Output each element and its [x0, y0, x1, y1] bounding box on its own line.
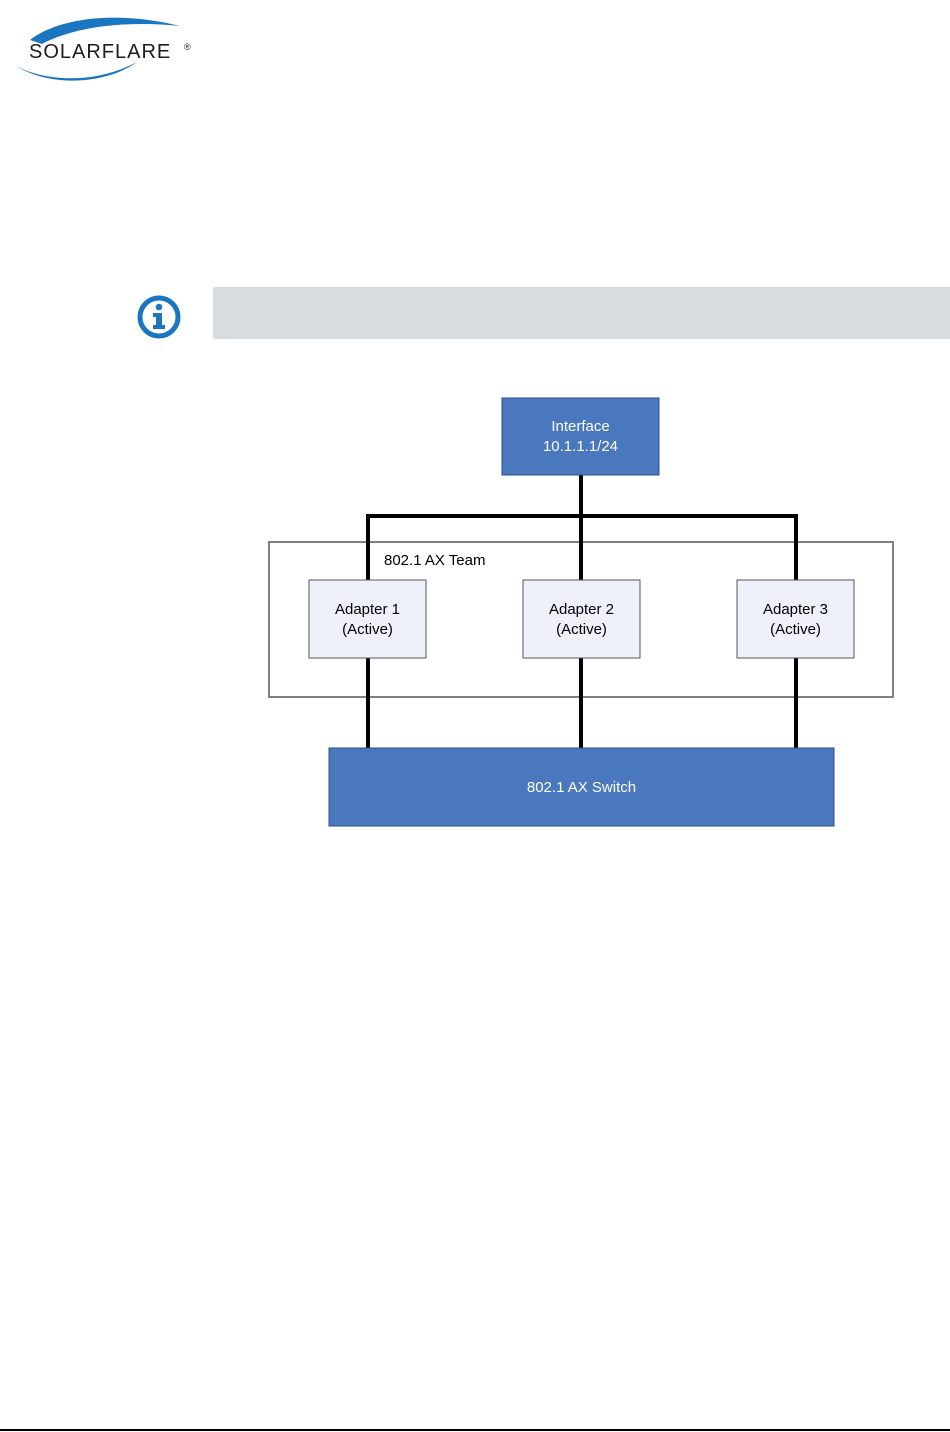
adapter-2-status: (Active) — [556, 621, 607, 638]
logo-swoosh-bottom — [16, 62, 137, 81]
adapter-2-name: Adapter 2 — [549, 601, 614, 618]
interface-box: Interface 10.1.1.1/24 — [501, 397, 660, 476]
brand-registered-mark: ® — [184, 42, 191, 52]
connector-lines — [366, 475, 798, 748]
switch-label: 802.1 AX Switch — [527, 779, 636, 796]
switch-box: 802.1 AX Switch — [328, 747, 835, 827]
logo-swoosh-top — [30, 17, 180, 44]
brand-name: SOLARFLARE — [29, 41, 171, 63]
team-label: 802.1 AX Team — [384, 552, 485, 569]
interface-address: 10.1.1.1/24 — [543, 438, 618, 455]
solarflare-logo: SOLARFLARE ® — [16, 17, 191, 81]
note-bar — [213, 287, 950, 339]
adapter-1-box: Adapter 1 (Active) — [308, 579, 427, 659]
adapter-3-status: (Active) — [770, 621, 821, 638]
interface-label: Interface — [551, 418, 609, 435]
adapter-2-box: Adapter 2 (Active) — [522, 579, 641, 659]
adapter-3-box: Adapter 3 (Active) — [736, 579, 855, 659]
info-icon — [137, 295, 181, 339]
adapter-1-name: Adapter 1 — [335, 601, 400, 618]
adapter-1-status: (Active) — [342, 621, 393, 638]
footer-rule — [0, 1429, 950, 1431]
adapter-3-name: Adapter 3 — [763, 601, 828, 618]
